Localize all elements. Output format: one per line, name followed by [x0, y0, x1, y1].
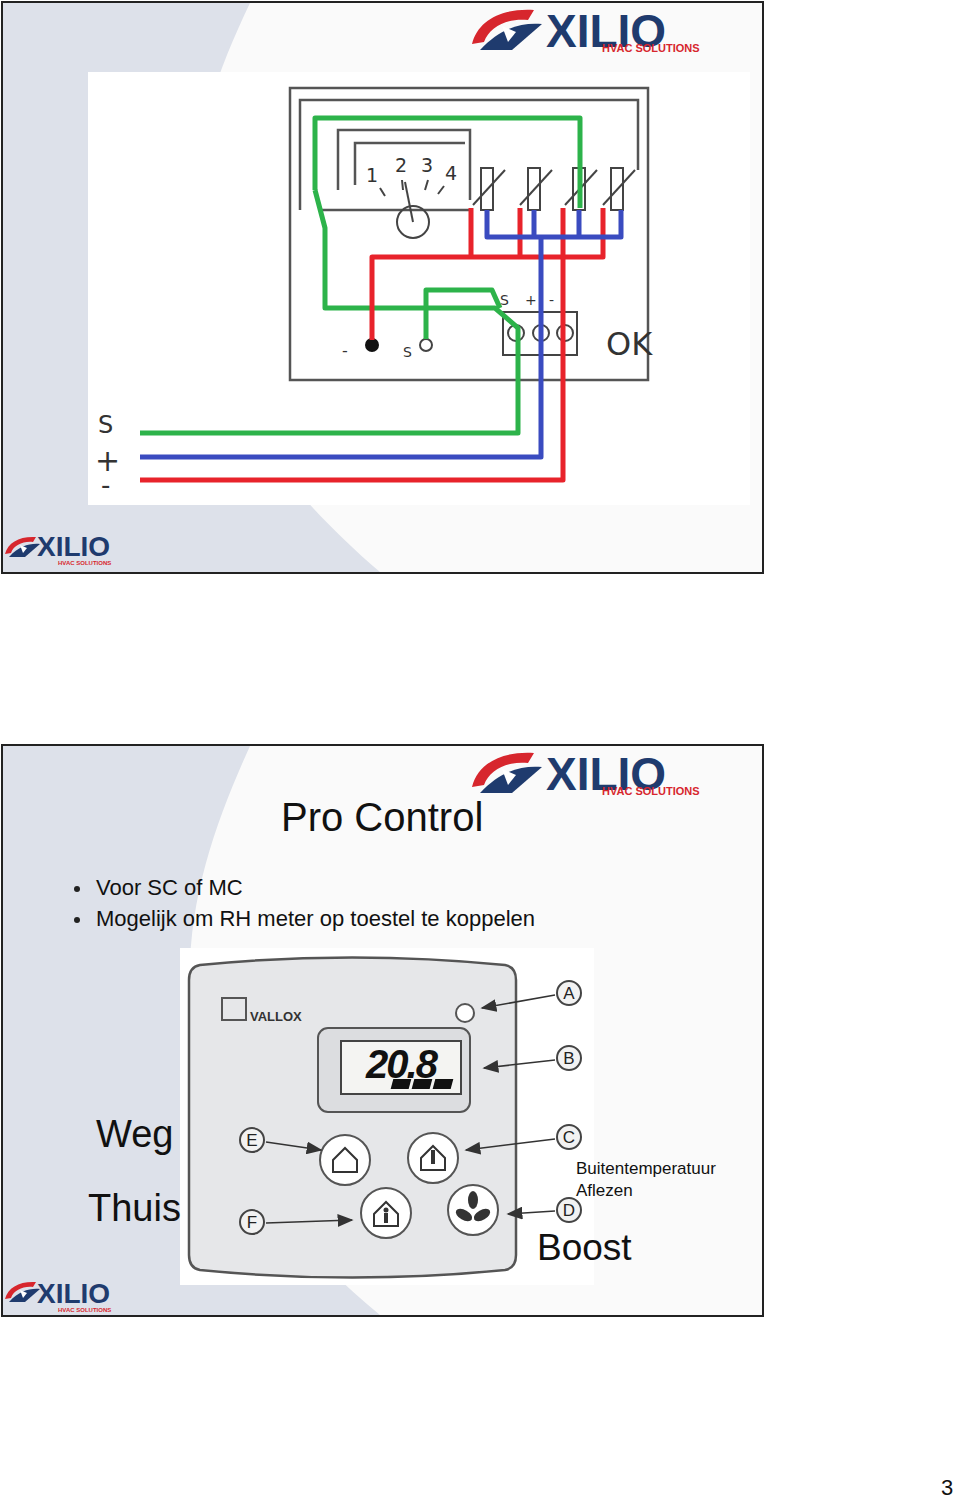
- bullet: [74, 917, 80, 923]
- rotary-switch: [380, 180, 444, 238]
- callout-circle: C: [556, 1124, 582, 1150]
- callout-letter: C: [563, 1129, 575, 1146]
- brand-name: VALLOX: [250, 1010, 302, 1023]
- logo-mark: [472, 10, 542, 50]
- callout-circle: E: [239, 1127, 265, 1153]
- slide-title: Pro Control: [281, 797, 483, 837]
- logo-text: XILIO: [37, 533, 110, 561]
- callout-letter: E: [246, 1132, 257, 1149]
- logo-mark: [472, 753, 542, 793]
- bullet-text: Voor SC of MC: [96, 877, 243, 899]
- logo-subtext: HVAC SOLUTIONS: [602, 786, 700, 797]
- leader-arrow: [266, 995, 555, 1223]
- switch-position: 2: [395, 156, 407, 175]
- switch-position: 1: [366, 166, 378, 185]
- bullet: [74, 886, 80, 892]
- logo-text: XILIO: [37, 1280, 110, 1308]
- callout-circle: A: [556, 980, 582, 1006]
- signal-name: -: [101, 472, 110, 498]
- terminal-name: +: [525, 293, 537, 307]
- logo-mark: [5, 537, 40, 557]
- callout-letter: B: [563, 1050, 574, 1067]
- terminal-name: -: [549, 293, 554, 307]
- resistor-symbol: [473, 168, 635, 210]
- terminal-name: -: [342, 343, 348, 359]
- page-number: 3: [941, 1477, 953, 1499]
- photo-ground: [180, 948, 594, 1285]
- housing-outline: [290, 88, 648, 380]
- bullet-text: Mogelijk om RH meter op toestel te koppe…: [96, 908, 535, 930]
- diagram-ground: [88, 72, 750, 505]
- status-mark: OK: [606, 328, 652, 360]
- logo-subtext: HVAC SOLUTIONS: [58, 1307, 111, 1313]
- callout-circle: B: [556, 1045, 582, 1071]
- slide-frame: [2, 745, 763, 1316]
- logo-mark: [5, 1282, 40, 1302]
- callout-circle: D: [556, 1197, 582, 1223]
- button-label: Buitentemperatuur Aflezen: [576, 1158, 736, 1202]
- terminal-block: [365, 312, 577, 355]
- wire: [140, 118, 621, 480]
- button-label: Thuis: [88, 1189, 181, 1227]
- slide-frame: [2, 2, 763, 573]
- display-value: 20.8: [366, 1044, 436, 1084]
- button-label: Weg: [96, 1115, 173, 1153]
- controller-housing: [189, 958, 516, 1278]
- callout-circle: F: [239, 1209, 265, 1235]
- lcd-display: 20.8: [340, 1040, 462, 1095]
- logo-subtext: HVAC SOLUTIONS: [58, 560, 111, 566]
- button-label: Boost: [537, 1229, 632, 1266]
- switch-position: 4: [445, 164, 457, 183]
- terminal-name: S: [500, 293, 509, 307]
- logo-subtext: HVAC SOLUTIONS: [602, 43, 700, 54]
- signal-name: S: [98, 413, 113, 437]
- callout-letter: A: [563, 985, 574, 1002]
- callout-letter: D: [563, 1202, 575, 1219]
- terminal-name: S: [403, 345, 412, 359]
- callout-letter: F: [247, 1214, 257, 1231]
- switch-position: 3: [421, 156, 433, 175]
